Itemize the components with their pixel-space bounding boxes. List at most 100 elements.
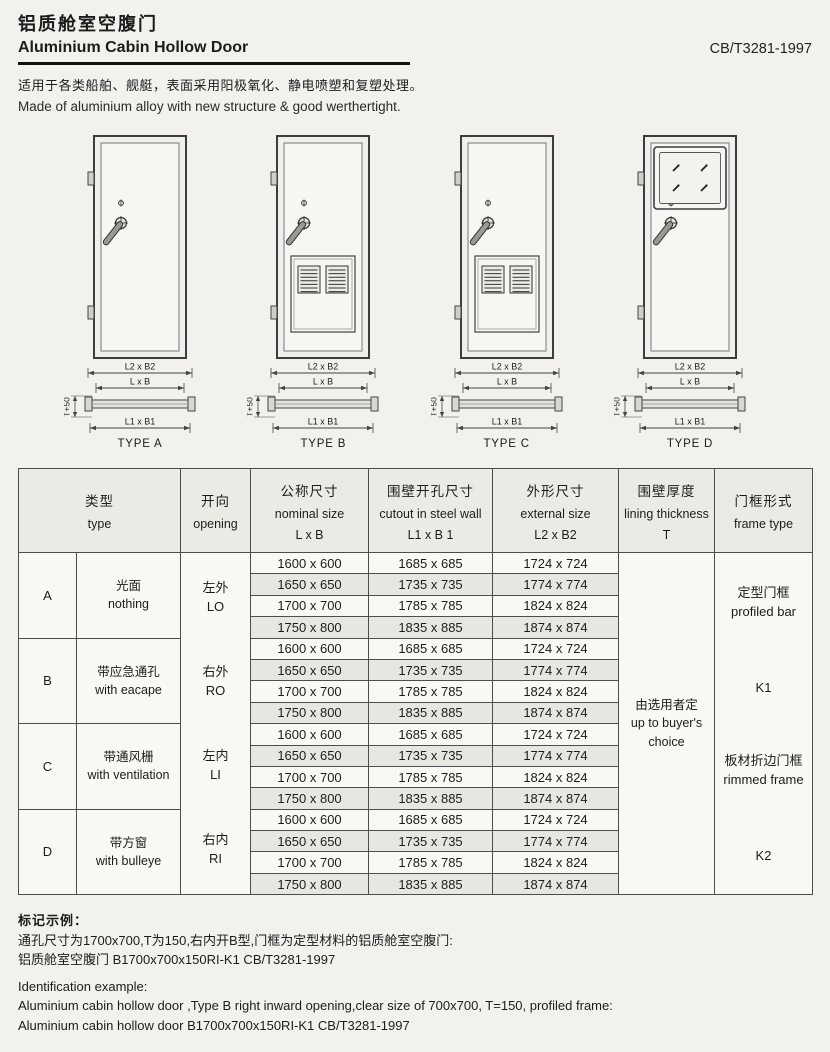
identification-example: 标记示例： 通孔尺寸为1700x700,T为150,右内开B型,门框为定型材料的… [18,911,812,1035]
header-cutout-zh: 围壁开孔尺寸 [387,483,474,499]
nominal-size: 1700 x 700 [250,851,369,874]
external-size: 1874 x 874 [492,872,619,896]
svg-text:T+50: T+50 [431,397,439,417]
description-zh: 适用于各类船舶、舰艇，表面采用阳极氧化、静电喷塑和复塑处理。 [18,78,424,93]
header-nominal-en: nominal size [274,506,345,521]
external-size: 1774 x 774 [492,830,619,853]
type-desc-zh: 带应急通孔 [97,664,160,679]
door-drawing-plain: L2 x B2 L x B T+50 L1 x B1 [64,135,196,433]
standard-code: CB/T3281-1997 [709,41,812,57]
door-type-label: TYPE C [483,438,530,450]
svg-text:L x B: L x B [130,377,150,387]
external-size: 1824 x 824 [492,851,619,874]
door-drawing-window: L2 x B2 L x B T+50 L1 x B1 [614,135,746,433]
cutout-size: 1735 x 735 [368,830,493,853]
nominal-size: 1750 x 800 [250,701,369,725]
cutout-size: 1685 x 685 [368,551,493,575]
type-desc-zh: 带方窗 [109,835,148,850]
header-lining-en: lining thickness [624,506,709,521]
external-size: 1774 x 774 [492,744,619,767]
nominal-size: 1600 x 600 [250,808,369,832]
external-size: 1774 x 774 [492,658,619,682]
header-cutout: 围壁开孔尺寸 cutout in steel wall L1 x B 1 [368,468,493,553]
header-frame-zh: 门框形式 [734,494,793,509]
external-size: 1824 x 824 [492,680,619,703]
svg-text:L2 x B2: L2 x B2 [125,362,156,372]
type-desc-zh: 光面 [115,579,141,594]
external-size: 1724 x 724 [492,551,619,575]
frame-code: K2 [755,847,772,863]
page-title-en: Aluminium Cabin Hollow Door [18,39,249,56]
cutout-size: 1835 x 885 [368,787,493,810]
lining-cell: 由选用者定 up to buyer's choice [618,551,715,896]
header-lining: 围壁厚度 lining thickness T [618,468,715,553]
nominal-size: 1750 x 800 [250,872,369,896]
header-cutout-en: cutout in steel wall [379,506,482,521]
header-external-en: external size [520,506,591,521]
nominal-size: 1600 x 600 [250,551,369,575]
nominal-size: 1650 x 650 [250,658,369,682]
cutout-size: 1785 x 785 [368,851,493,874]
nominal-size: 1700 x 700 [250,765,369,789]
header-frame-en: frame type [733,517,794,531]
cutout-size: 1785 x 785 [368,680,493,703]
svg-text:T+50: T+50 [64,397,72,417]
header-opening-zh: 开向 [201,494,230,509]
header-type-en: type [87,517,112,531]
footer-line2-zh: 铝质舱室空腹门 B1700x700x150RI-K1 CB/T3281-1997 [18,952,336,968]
external-size: 1824 x 824 [492,594,619,618]
door-drawing-louver: L2 x B2 L x B T+50 L1 x B1 [247,135,379,433]
svg-text:L x B: L x B [680,377,700,387]
svg-text:L2 x B2: L2 x B2 [675,362,706,372]
type-letter: D [18,808,77,896]
header-type-zh: 类型 [85,494,114,509]
description-block: 适用于各类船舶、舰艇，表面采用阳极氧化、静电喷塑和复塑处理。 Made of a… [18,75,812,114]
svg-text:L2 x B2: L2 x B2 [308,362,339,372]
cutout-size: 1835 x 885 [368,616,493,639]
lining-zh: 由选用者定 [635,697,698,712]
external-size: 1874 x 874 [492,616,619,639]
lining-en: up to buyer's choice [630,716,703,749]
svg-text:L1 x B1: L1 x B1 [491,417,522,427]
svg-text:L2 x B2: L2 x B2 [491,362,522,372]
page-title-zh: 铝质舱室空腹门 [18,14,158,34]
header-external: 外形尺寸 external size L2 x B2 [492,468,619,553]
header-cutout-sub: L1 x B 1 [407,527,454,542]
cutout-size: 1735 x 735 [368,658,493,682]
header-external-sub: L2 x B2 [534,527,577,542]
svg-text:T+50: T+50 [247,397,255,417]
type-desc-zh: 带通风栅 [103,750,154,765]
type-desc: 带方窗 with bulleye [76,808,181,896]
nominal-size: 1750 x 800 [250,616,369,639]
header-nominal: 公称尺寸 nominal size L x B [250,468,369,553]
external-size: 1724 x 724 [492,637,619,660]
nominal-size: 1600 x 600 [250,723,369,746]
external-size: 1774 x 774 [492,573,619,596]
door-type-label: TYPE B [300,438,347,450]
type-letter: A [18,552,77,639]
type-desc: 光面 nothing [76,552,181,639]
type-desc-en: nothing [107,597,149,612]
external-size: 1724 x 724 [492,808,619,832]
nominal-size: 1750 x 800 [250,787,369,810]
title-block: 铝质舱室空腹门 Aluminium Cabin Hollow Door [18,10,410,65]
door-type-label: TYPE D [666,438,714,450]
nominal-size: 1700 x 700 [250,594,369,618]
svg-text:L1 x B1: L1 x B1 [308,417,339,427]
svg-text:L x B: L x B [497,377,517,387]
type-desc-en: with bulleye [95,853,162,868]
footer-line1-en: Aluminium cabin hollow door ,Type B righ… [18,998,613,1014]
footer-line2-en: Aluminium cabin hollow door B1700x700x15… [18,1017,410,1033]
header-type: 类型 type [18,468,181,553]
door-figure: L2 x B2 L x B T+50 L1 x B1 TYPE D [614,130,766,450]
